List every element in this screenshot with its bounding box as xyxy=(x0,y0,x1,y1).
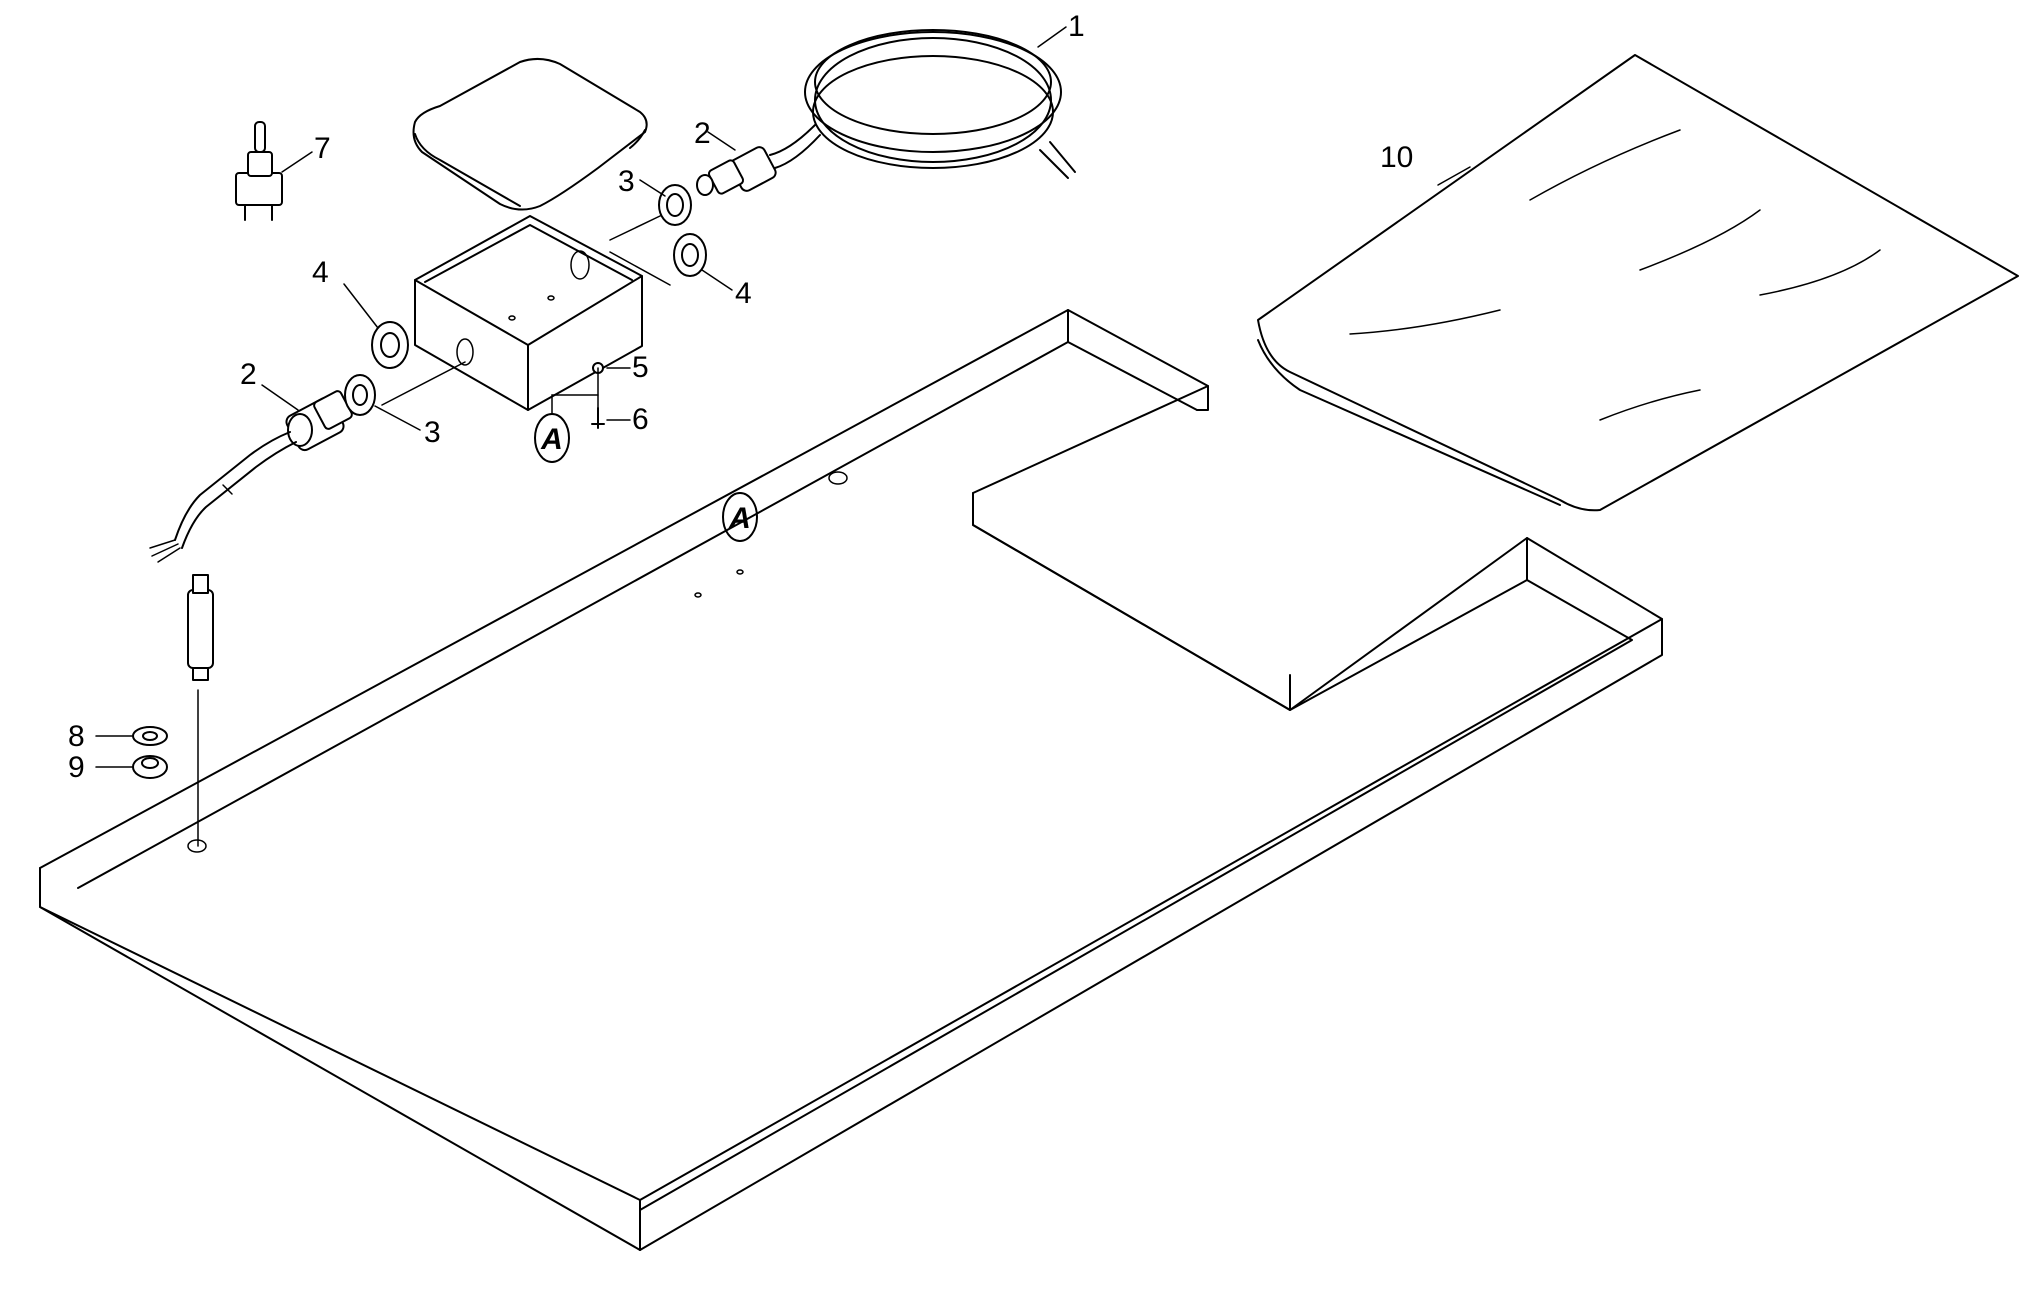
callout-7: 7 xyxy=(314,132,331,165)
cable-tail-left xyxy=(149,431,297,563)
hex-nut-right xyxy=(673,233,707,277)
reference-mark-tray: A xyxy=(722,492,758,542)
toggle-switch xyxy=(235,121,283,221)
folded-cover xyxy=(1257,54,2019,512)
standoff-bolt xyxy=(187,574,214,847)
drip-tray xyxy=(39,309,1663,1251)
hex-nut-left xyxy=(371,321,409,369)
reference-mark-box: A xyxy=(534,367,599,463)
junction-box-lid xyxy=(412,58,648,211)
locknut-right xyxy=(658,184,692,226)
cable-gland-right xyxy=(696,146,777,196)
svg-text:A: A xyxy=(728,502,751,535)
callout-2-right: 2 xyxy=(694,117,711,150)
callout-8: 8 xyxy=(68,720,85,753)
svg-text:A: A xyxy=(540,423,563,456)
hex-nut-bottom xyxy=(132,755,168,779)
callout-4-left: 4 xyxy=(312,256,329,289)
callout-6: 6 xyxy=(632,403,649,436)
cable-coil xyxy=(769,29,1076,179)
locknut-left xyxy=(344,374,376,416)
callout-4-right: 4 xyxy=(735,277,752,310)
callout-2-left: 2 xyxy=(240,358,257,391)
callout-3-left: 3 xyxy=(424,416,441,449)
callout-3-right: 3 xyxy=(618,165,635,198)
callout-5: 5 xyxy=(632,351,649,384)
junction-box xyxy=(381,215,671,411)
callout-numbers: 1 2 3 4 4 2 3 5 6 7 8 9 10 xyxy=(68,10,1413,784)
leader-lines xyxy=(95,26,1471,768)
cable-gland-left xyxy=(285,390,353,452)
callout-1: 1 xyxy=(1068,10,1085,43)
washer xyxy=(132,726,168,746)
callout-9: 9 xyxy=(68,751,85,784)
callout-10: 10 xyxy=(1380,141,1413,174)
